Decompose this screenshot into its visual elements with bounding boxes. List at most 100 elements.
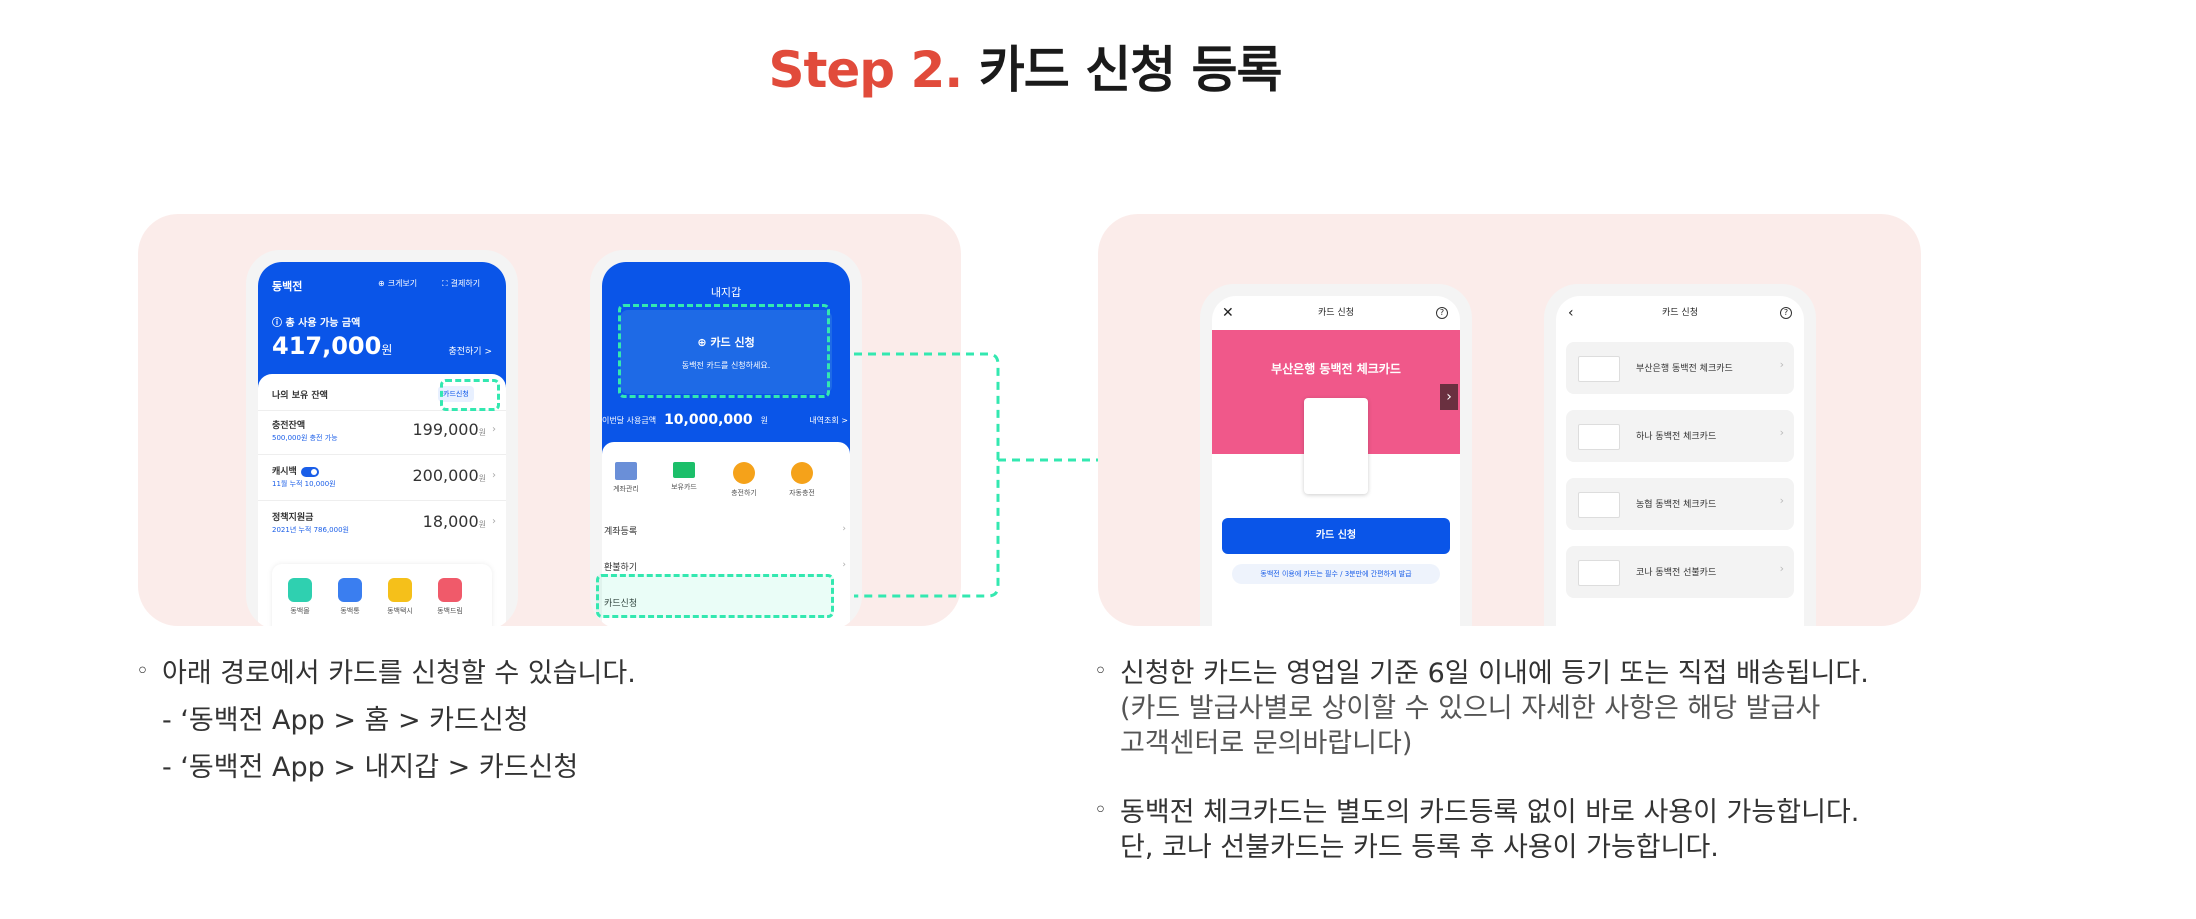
card-apply-badge[interactable]: 카드신청 [438, 386, 474, 402]
divider [258, 454, 506, 455]
right-bullet-2: ◦ 동백전 체크카드는 별도의 카드등록 없이 바로 사용이 가능합니다. [1094, 797, 1860, 829]
home-screen: 동백전 ⊕ 크게보기 ⛶ 결제하기 ⓘ 총 사용 가능 금액 417,000원 … [258, 262, 506, 626]
chevron-right-icon: › [1779, 358, 1784, 371]
charge-link[interactable]: 충전하기 > [448, 347, 492, 357]
card-option-nonghyup[interactable]: 농협 동백전 체크카드 › [1566, 478, 1794, 530]
usage-summary: 이번달 사용금액 10,000,000 원 내역조회 > [602, 412, 848, 428]
account-icon [615, 462, 637, 480]
phone-card-detail: ✕ 카드 신청 ? 부산은행 동백전 체크카드 › 카드 신청 동백전 이용에 … [1200, 284, 1472, 626]
chevron-right-icon: › [1779, 562, 1784, 575]
plus-circle-icon: ⊕ [697, 336, 707, 349]
kona-note: 단, 코나 선불카드는 카드 등록 후 사용이 가능합니다. [1120, 832, 1719, 864]
menu-card-apply[interactable]: 카드신청 [604, 599, 638, 609]
menu-account-register[interactable]: 계좌등록› [604, 524, 846, 537]
card-thumbnail [1578, 560, 1620, 586]
bullet-dot: ◦ [1094, 659, 1107, 684]
card-apply-banner[interactable]: ⊕ 카드 신청 동백전 카드를 신청하세요. [620, 310, 832, 394]
delivery-note-1: (카드 발급사별로 상이할 수 있으니 자세한 사항은 해당 발급사 [1120, 693, 1821, 725]
card-hero: 부산은행 동백전 체크카드 › [1212, 330, 1460, 494]
shortcut-taxi[interactable]: 동백택시 [378, 578, 422, 616]
card-thumbnail [1578, 356, 1620, 382]
left-instructions: ◦ 아래 경로에서 카드를 신청할 수 있습니다. - ‘동백전 App > 홈… [136, 656, 956, 785]
balance-row[interactable]: 정책지원금 2021년 누적 786,000원 18,000원 › [272, 512, 496, 534]
auto-coin-icon [791, 462, 813, 484]
back-icon[interactable]: ‹ [1568, 305, 1574, 321]
chevron-right-icon: › [842, 524, 846, 534]
card-list-screen: ‹ 카드 신청 ? 부산은행 동백전 체크카드 › 하나 동백전 체크카드 › … [1556, 296, 1804, 626]
phone-home: 동백전 ⊕ 크게보기 ⛶ 결제하기 ⓘ 총 사용 가능 금액 417,000원 … [246, 250, 518, 626]
available-amount: 417,000원 [272, 332, 393, 360]
chevron-right-icon: › [492, 516, 496, 527]
bullet-dot: ◦ [136, 659, 149, 684]
right-bullet-1: ◦ 신청한 카드는 영업일 기준 6일 이내에 등기 또는 직접 배송됩니다. [1094, 658, 1869, 689]
wallet-header: 내지갑 ⊕ 카드 신청 동백전 카드를 신청하세요. 이번달 사용금액 10,0… [602, 262, 850, 457]
phone-wallet: 내지갑 ⊕ 카드 신청 동백전 카드를 신청하세요. 이번달 사용금액 10,0… [590, 250, 862, 626]
highlight-wallet-menu [596, 574, 834, 618]
divider [258, 500, 506, 501]
delivery-note-2: 고객센터로 문의바랍니다) [1120, 728, 1413, 760]
wallet-body: 계좌관리 보유카드 충전하기 자동충전 계좌등록› [602, 442, 850, 626]
highlight-wallet-banner [618, 304, 830, 398]
card-apply-button[interactable]: 카드 신청 [1222, 518, 1450, 554]
left-bullet: ◦ 아래 경로에서 카드를 신청할 수 있습니다. [136, 658, 636, 689]
scooter-icon [338, 578, 362, 602]
quick-cards[interactable]: 보유카드 [662, 462, 706, 492]
scan-icon: ⛶ [442, 278, 448, 288]
help-icon[interactable]: ? [1436, 307, 1448, 319]
usage-lookup-link[interactable]: 내역조회 > [809, 415, 848, 425]
card-detail-screen: ✕ 카드 신청 ? 부산은행 동백전 체크카드 › 카드 신청 동백전 이용에 … [1212, 296, 1460, 626]
next-arrow-icon[interactable]: › [1440, 384, 1458, 410]
coin-icon [733, 462, 755, 484]
balance-header: 나의 보유 잔액 [272, 391, 328, 401]
chevron-right-icon: › [1779, 426, 1784, 439]
pay-label: 결제하기 [450, 279, 481, 288]
quick-autocharge[interactable]: 자동충전 [780, 462, 824, 498]
step-label: Step 2. [768, 41, 963, 99]
path-home: - ‘동백전 App > 홈 > 카드신청 [162, 705, 529, 737]
card-image [1304, 398, 1368, 494]
heart-icon [438, 578, 462, 602]
card-detail-title: 카드 신청 [1318, 308, 1354, 318]
pay-button[interactable]: ⛶ 결제하기 [442, 278, 480, 289]
shortcut-dream[interactable]: 동백드림 [428, 578, 472, 616]
app-name: 동백전 [272, 280, 303, 293]
shortcut-dongbaekmall[interactable]: 동백몰 [278, 578, 322, 616]
shortcut-dongbaektong[interactable]: 동백통 [328, 578, 372, 616]
shortcut-bar: 동백몰 동백통 동백택시 동백드림 [272, 564, 492, 626]
chevron-right-icon: › [842, 560, 846, 570]
chevron-right-icon: › [1779, 494, 1784, 507]
close-icon[interactable]: ✕ [1222, 305, 1234, 321]
help-icon[interactable]: ? [1780, 307, 1792, 319]
taxi-icon [388, 578, 412, 602]
card-list-title: 카드 신청 [1662, 308, 1698, 318]
wallet-screen: 내지갑 ⊕ 카드 신청 동백전 카드를 신청하세요. 이번달 사용금액 10,0… [602, 262, 850, 626]
chevron-right-icon: › [492, 424, 496, 435]
card-list-topbar: ‹ 카드 신청 ? [1556, 296, 1804, 330]
zoom-label: 크게보기 [387, 279, 418, 288]
page-title: Step 2. 카드 신청 등록 [0, 30, 2050, 102]
card-thumbnail [1578, 492, 1620, 518]
available-label: ⓘ 총 사용 가능 금액 [272, 318, 361, 329]
balance-row[interactable]: 캐시백 11월 누적 10,000원 200,000원 › [272, 466, 496, 488]
chevron-right-icon: › [492, 470, 496, 481]
zoom-button[interactable]: ⊕ 크게보기 [378, 278, 417, 289]
card-detail-topbar: ✕ 카드 신청 ? [1212, 296, 1460, 330]
card-thumbnail [1578, 424, 1620, 450]
zoom-icon: ⊕ [378, 279, 385, 288]
card-option-kona[interactable]: 코나 동백전 선불카드 › [1566, 546, 1794, 598]
right-instructions: ◦ 신청한 카드는 영업일 기준 6일 이내에 등기 또는 직접 배송됩니다. … [1094, 656, 2114, 865]
step-title: 카드 신청 등록 [978, 41, 1283, 99]
quick-account[interactable]: 계좌관리 [604, 462, 648, 494]
hero-title: 부산은행 동백전 체크카드 [1271, 362, 1401, 376]
highlight-home-card-apply [440, 379, 500, 411]
card-option-hana[interactable]: 하나 동백전 체크카드 › [1566, 410, 1794, 462]
quick-charge[interactable]: 충전하기 [722, 462, 766, 498]
cashback-toggle[interactable] [300, 466, 319, 477]
card-apply-note: 동백전 이용에 카드는 필수 / 3분만에 간편하게 발급 [1232, 564, 1440, 584]
balance-row[interactable]: 충전잔액 500,000원 충전 가능 199,000원 › [272, 420, 496, 442]
shopping-bag-icon [288, 578, 312, 602]
menu-refund[interactable]: 환불하기› [604, 560, 846, 573]
card-icon [673, 462, 695, 478]
right-panel: ✕ 카드 신청 ? 부산은행 동백전 체크카드 › 카드 신청 동백전 이용에 … [1098, 214, 1921, 626]
card-option-busan[interactable]: 부산은행 동백전 체크카드 › [1566, 342, 1794, 394]
